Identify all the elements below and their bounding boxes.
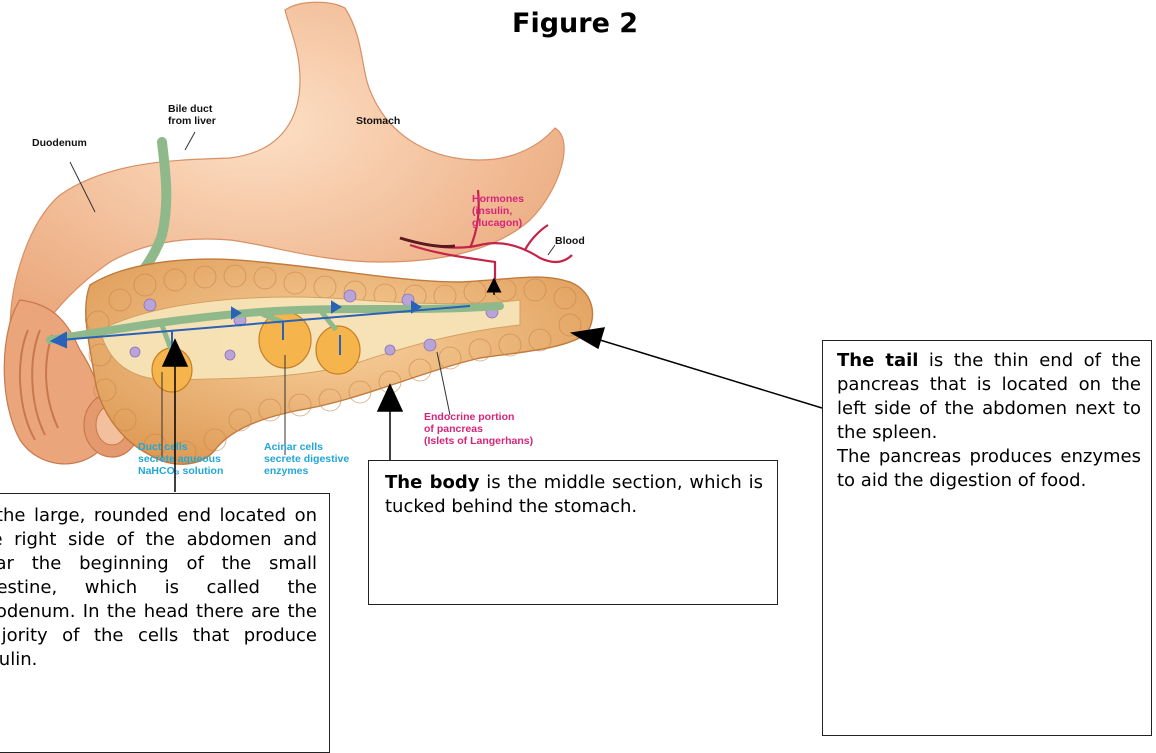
label-bile-duct-2: from liver: [168, 115, 216, 127]
label-duct-cells-1: Duct cells: [138, 441, 188, 453]
label-hormones-2: (insulin,: [472, 205, 512, 217]
label-acinar-1: Acinar cells: [264, 441, 323, 453]
body-description-box: The body is the middle section, which is…: [368, 460, 778, 605]
body-title: The body: [385, 472, 480, 493]
label-stomach: Stomach: [356, 115, 400, 127]
arrow-tail-pointer: [600, 340, 822, 408]
label-duct-cells-2: secrete aqueous: [138, 453, 221, 465]
label-endocrine-2: of pancreas: [424, 423, 483, 435]
tail-title: The tail: [837, 350, 918, 371]
head-description-text: is the large, rounded end located on the…: [0, 504, 317, 672]
label-blood: Blood: [555, 235, 585, 247]
label-duct-cells-3: NaHCO₃ solution: [138, 465, 223, 477]
label-bile-duct-1: Bile duct: [168, 103, 213, 115]
label-acinar-3: enzymes: [264, 465, 309, 477]
label-hormones-1: Hormones: [472, 193, 524, 205]
label-hormones-3: glucagon): [472, 217, 522, 229]
label-endocrine-1: Endocrine portion: [424, 411, 514, 423]
label-acinar-2: secrete digestive: [264, 453, 349, 465]
tail-description-box: The tail is the thin end of the pancreas…: [822, 340, 1152, 736]
label-endocrine-3: (Islets of Langerhans): [424, 435, 533, 447]
head-description-box: is the large, rounded end located on the…: [0, 493, 330, 753]
pancreas-function-text: The pancreas produces enzymes to aid the…: [837, 445, 1141, 493]
label-duodenum: Duodenum: [32, 137, 87, 149]
